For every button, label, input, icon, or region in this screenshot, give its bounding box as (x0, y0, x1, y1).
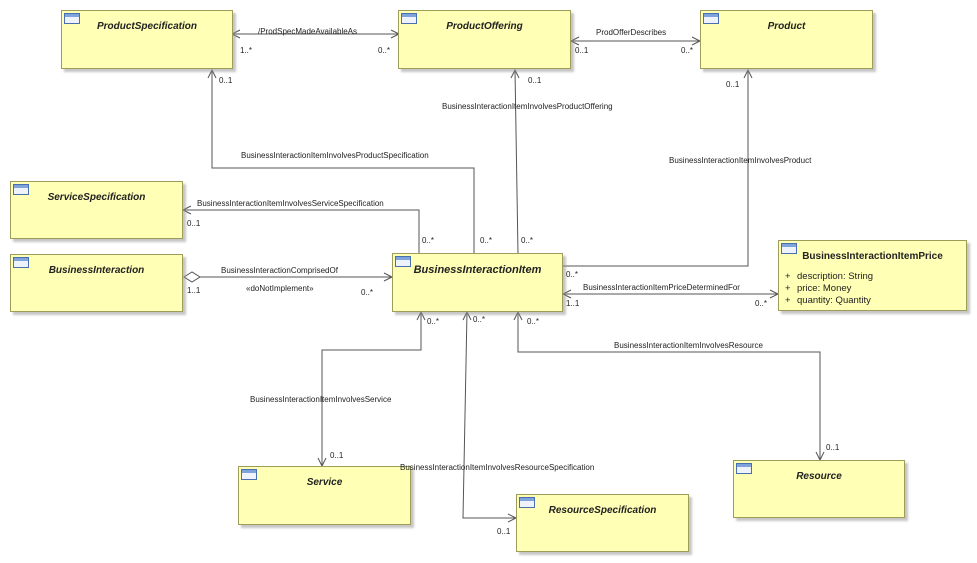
class-icon (736, 463, 752, 474)
multiplicity: 0..* (566, 270, 579, 279)
class-icon (781, 243, 797, 254)
class-service-specification[interactable]: ServiceSpecification (10, 181, 183, 239)
arrowhead (207, 68, 217, 79)
attribute-list: +description: String +price: Money +quan… (785, 271, 873, 307)
assoc-label: BusinessInteractionItemInvolvesServiceSp… (197, 199, 384, 208)
class-icon (13, 257, 29, 268)
assoc-bii-resourcespec (462, 311, 516, 519)
assoc-bii-product (563, 70, 749, 267)
arrowhead (569, 36, 580, 46)
stereotype-label: «doNotImplement» (246, 284, 314, 293)
multiplicity: 0..1 (219, 76, 233, 85)
multiplicity: 0..* (521, 236, 534, 245)
class-name: Service (306, 477, 343, 488)
multiplicity: 1..* (240, 46, 253, 55)
multiplicity: 0..* (427, 317, 440, 326)
class-name: BusinessInteractionItem (413, 264, 542, 276)
class-icon (64, 13, 80, 24)
arrowhead (561, 289, 572, 299)
multiplicity: 1..1 (187, 286, 201, 295)
assoc-label: BusinessInteractionItemPriceDeterminedFo… (583, 283, 740, 292)
class-icon (703, 13, 719, 24)
arrowhead (416, 310, 426, 321)
multiplicity: 1..1 (566, 299, 580, 308)
assoc-bii-prodspec (211, 70, 475, 253)
multiplicity: 0..* (473, 315, 486, 324)
multiplicity: 0..1 (330, 451, 344, 460)
class-product[interactable]: Product (700, 10, 873, 69)
class-business-interaction-item-price[interactable]: BusinessInteractionItemPrice +descriptio… (778, 240, 967, 311)
class-icon (13, 184, 29, 195)
multiplicity: 0..* (480, 236, 493, 245)
class-name: BusinessInteraction (48, 265, 145, 276)
multiplicity: 0..1 (575, 46, 589, 55)
assoc-label: BusinessInteractionItemInvolvesProductOf… (442, 102, 613, 111)
class-name: ProductOffering (446, 21, 523, 32)
class-name: ProductSpecification (96, 21, 197, 32)
class-resource[interactable]: Resource (733, 460, 905, 518)
assoc-label: BusinessInteractionItemInvolvesService (250, 395, 392, 404)
class-icon (401, 13, 417, 24)
arrowhead (513, 310, 523, 321)
class-name: ServiceSpecification (47, 192, 146, 203)
arrowhead (462, 310, 472, 321)
arrowhead (181, 205, 192, 215)
class-name: BusinessInteractionItemPrice (802, 251, 943, 262)
assoc-bii-offering (514, 69, 519, 254)
class-resource-specification[interactable]: ResourceSpecification (516, 494, 689, 552)
multiplicity: 0..1 (497, 527, 511, 536)
multiplicity: 0..1 (187, 219, 201, 228)
class-service[interactable]: Service (238, 466, 411, 525)
class-product-specification[interactable]: ProductSpecification (61, 10, 233, 69)
assoc-bii-resource (517, 312, 821, 460)
assoc-label: /ProdSpecMadeAvailableAs (258, 27, 358, 36)
class-business-interaction[interactable]: BusinessInteraction (10, 254, 183, 312)
multiplicity: 0..* (361, 288, 374, 297)
class-name: Product (767, 21, 806, 32)
multiplicity: 0..* (527, 317, 540, 326)
multiplicity: 0..* (422, 236, 435, 245)
class-icon (519, 497, 535, 508)
assoc-label: BusinessInteractionItemInvolvesProductSp… (241, 151, 429, 160)
arrowhead (743, 68, 753, 79)
attribute-row: +description: String (785, 271, 874, 282)
class-icon (395, 256, 411, 267)
assoc-bii-servicespec (183, 209, 420, 253)
attribute-row: +quantity: Quantity (785, 295, 871, 306)
class-icon (241, 469, 257, 480)
assoc-label: BusinessInteractionItemInvolvesResourceS… (400, 463, 595, 472)
assoc-label: BusinessInteractionItemInvolvesProduct (669, 156, 812, 165)
class-business-interaction-item[interactable]: BusinessInteractionItem (392, 253, 563, 312)
assoc-label: ProdOfferDescribes (596, 28, 667, 37)
class-name: ResourceSpecification (548, 505, 657, 516)
multiplicity: 0..1 (528, 76, 542, 85)
multiplicity: 0..* (681, 46, 694, 55)
arrowhead (510, 68, 520, 79)
aggregation-diamond (183, 271, 201, 283)
multiplicity: 0..* (378, 46, 391, 55)
assoc-label: BusinessInteractionItemInvolvesResource (614, 341, 763, 350)
multiplicity: 0..1 (726, 80, 740, 89)
multiplicity: 0..* (755, 299, 768, 308)
class-name: Resource (796, 471, 842, 482)
assoc-label: BusinessInteractionComprisedOf (221, 266, 338, 275)
multiplicity: 0..1 (826, 443, 840, 452)
assoc-bii-service (321, 312, 422, 466)
class-product-offering[interactable]: ProductOffering (398, 10, 571, 69)
attribute-row: +price: Money (785, 283, 852, 294)
